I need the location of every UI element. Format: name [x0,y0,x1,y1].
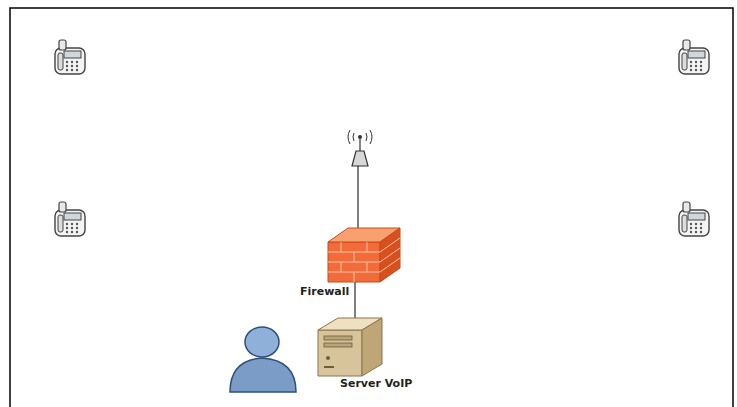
antenna-wire [358,166,359,232]
server-node: Server VoIP [318,318,382,376]
server-label: Server VoIP [340,377,412,390]
user-icon [230,327,296,392]
phone-icon [679,40,709,74]
firewall-node: Firewall [328,228,400,282]
server-icon [318,318,382,376]
phone-icon [679,202,709,236]
frame-border [10,8,733,407]
link-line [355,282,356,318]
firewall-icon [328,228,400,282]
phone-icon [55,202,85,236]
phone-icon [55,40,85,74]
firewall-label: Firewall [300,285,349,298]
antenna-icon [348,130,372,166]
